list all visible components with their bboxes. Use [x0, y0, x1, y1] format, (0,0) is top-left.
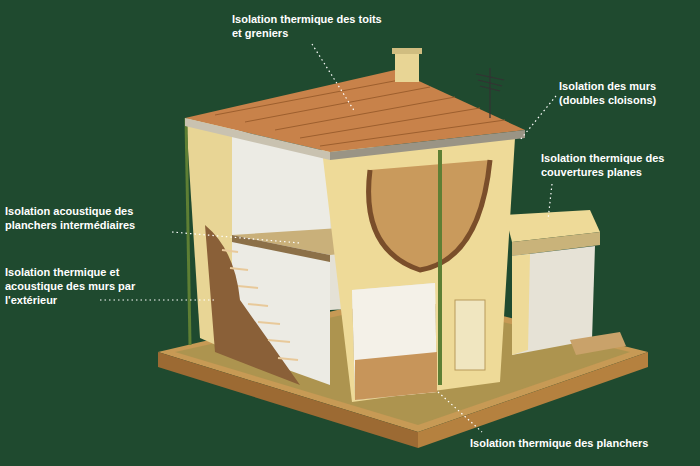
- front-facade: [322, 138, 515, 402]
- wall-section: [369, 160, 490, 270]
- ground-floor: [355, 352, 437, 400]
- drainpipe: [438, 150, 442, 385]
- facade-cutaway: [369, 160, 490, 270]
- step: [570, 332, 626, 355]
- side-room-wall: [512, 254, 530, 355]
- callout-label: Isolation thermique des couvertures plan…: [541, 151, 693, 179]
- roof-edge: [330, 130, 525, 160]
- callout-label: Isolation des murs (doubles cloisons): [559, 79, 695, 107]
- callout-label: Isolation thermique des toits et grenier…: [232, 12, 382, 40]
- callout-label: Isolation acoustique des planchers inter…: [5, 204, 171, 232]
- chimney-cap: [392, 48, 422, 54]
- door: [455, 300, 485, 370]
- antenna: [476, 68, 504, 118]
- roof-edge: [185, 118, 330, 160]
- intermediate-floor-edge: [232, 235, 330, 262]
- room-opening: [352, 283, 437, 400]
- chimney: [395, 52, 419, 82]
- leader-lines: [100, 44, 556, 432]
- callout-label: Isolation thermique des planchers: [470, 436, 696, 450]
- drainpipe: [186, 118, 190, 345]
- callout-label: Isolation thermique et acoustique des mu…: [5, 265, 137, 307]
- staircase: [222, 250, 298, 360]
